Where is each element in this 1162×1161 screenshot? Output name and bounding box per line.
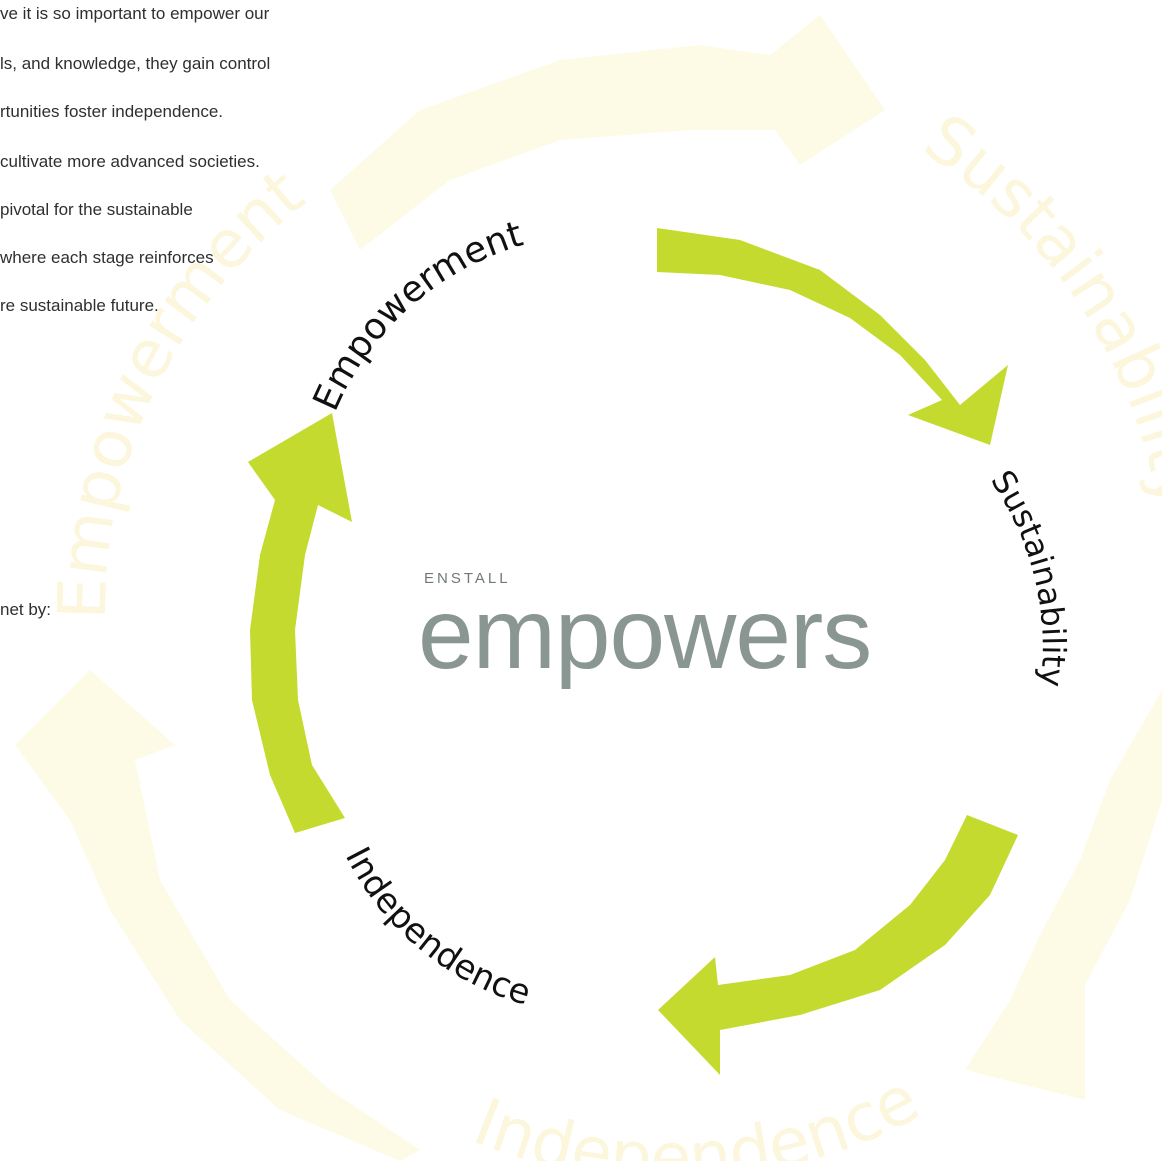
intro-line: where each stage reinforces [0,248,214,267]
background-arrow-left [15,670,420,1161]
arrow-empowerment-to-sustainability [657,228,1008,445]
background-arrow-right [965,690,1162,1100]
stage-label-empowerment: Empowerment [306,214,528,417]
arrow-independence-to-empowerment [248,413,352,833]
intro-line: re sustainable future. [0,296,159,315]
arrow-sustainability-to-independence [658,815,1018,1075]
main-cycle [248,228,1018,1075]
intro-line: ve it is so important to empower our [0,4,270,23]
background-label-sustainability: Sustainability [911,99,1162,514]
list-intro-text: net by: [0,600,52,619]
stage-label-independence: Independence [337,841,535,1014]
background-label-independence: Independence [464,1060,930,1161]
logo-word: empowers [418,578,872,690]
logo-brand: ENSTALL [424,570,511,587]
intro-line: cultivate more advanced societies. [0,152,260,171]
intro-line: ls, and knowledge, they gain control [0,54,271,73]
background-arrow-top [330,15,885,250]
stage-label-sustainability: Sustainability [983,463,1072,688]
intro-line: pivotal for the sustainable [0,200,193,219]
intro-line: rtunities foster independence. [0,102,224,121]
